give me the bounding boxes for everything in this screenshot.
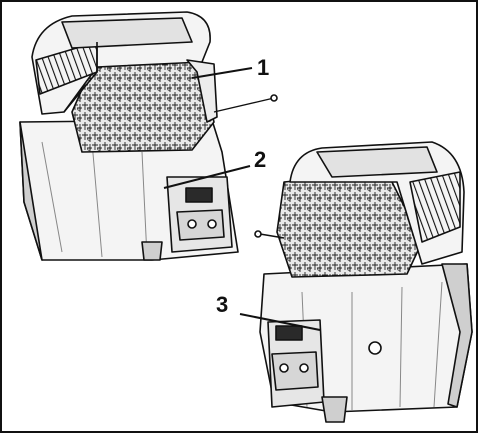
callout-3-label: 3	[216, 292, 228, 317]
callout-2-label: 2	[254, 147, 266, 172]
callout-3-leader	[239, 313, 321, 331]
callout-1-leader	[191, 67, 253, 79]
motor-2-air-intake-grille	[409, 171, 461, 243]
callout-1-label: 1	[257, 55, 269, 80]
outboard-motor-upper	[19, 11, 278, 261]
callout-2-leader	[163, 165, 251, 189]
outboard-motor-lower	[254, 141, 473, 423]
